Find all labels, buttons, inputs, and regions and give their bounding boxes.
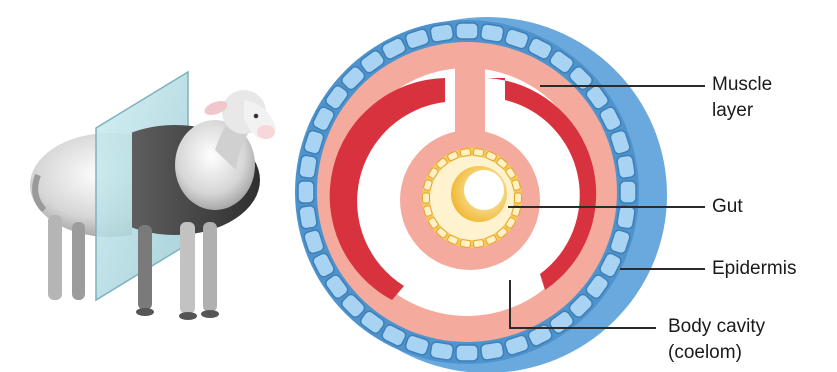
epidermis-cell [456,345,478,361]
epidermis-cell [480,341,504,360]
muscle-label-line1: Muscle [712,72,772,98]
gut-cell [473,239,484,247]
epidermis-cell [456,23,478,39]
epidermis-cell [620,181,636,203]
gut-label: Gut [712,194,743,220]
muscle-layer-label: Muscle layer [712,72,772,124]
epidermis-label: Epidermis [712,256,796,282]
cavity-label-line1: Body cavity [668,314,765,340]
sheep-illustration [30,72,276,320]
epidermis-cell [298,155,317,179]
epidermis-cell [298,181,314,203]
epidermis-cell [616,205,635,229]
body-cross-section [295,17,667,372]
gut-cell [473,148,484,156]
gut-cell [423,193,430,203]
gut-cell [460,239,471,247]
epidermis-cell [480,23,504,42]
muscle-label-line2: layer [712,98,772,124]
epidermis-cell [298,205,317,229]
gut-cell [460,148,471,156]
epidermis-cell [616,155,635,179]
epidermis-cell [430,23,454,42]
gut-cell [515,193,522,203]
cavity-label-line2: (coelom) [668,340,765,366]
body-cavity-label: Body cavity (coelom) [668,314,765,366]
epidermis-cell [430,341,454,360]
